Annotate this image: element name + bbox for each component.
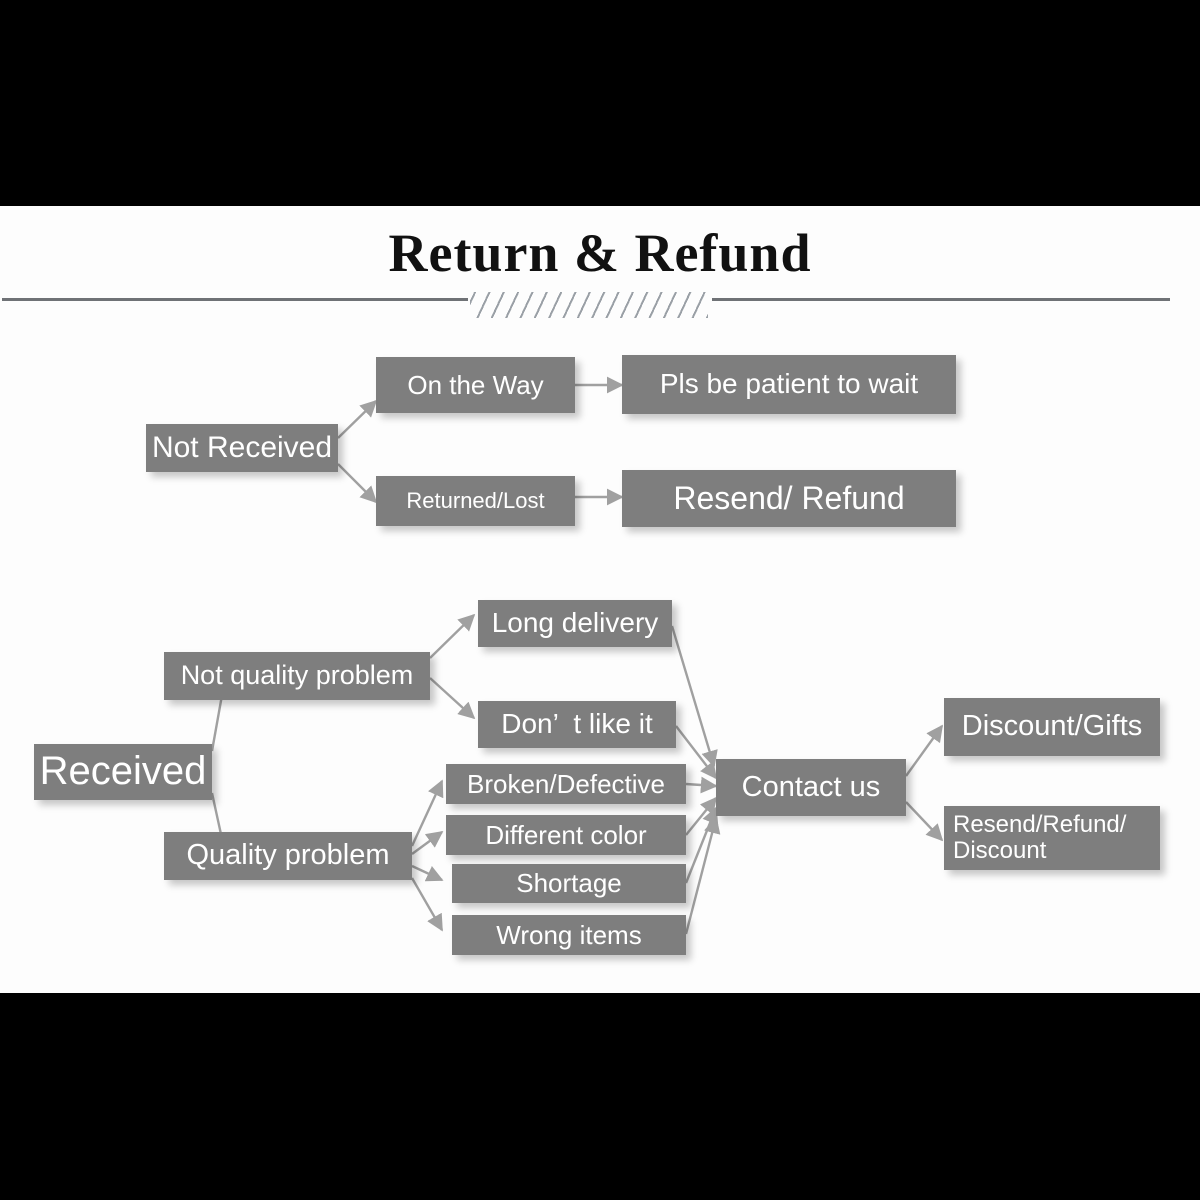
connector-quality-wrongitems — [410, 877, 444, 932]
connector-notreceived-ontheway — [337, 399, 378, 439]
letterbox-bar-bottom — [0, 993, 1200, 1200]
node-wrong-items[interactable]: Wrong items — [452, 915, 686, 955]
connector-contact-resendrefund — [905, 801, 944, 842]
connector-shortage-contact — [684, 806, 719, 884]
connector-wrongitems-contact — [684, 816, 721, 935]
node-not-received[interactable]: Not Received — [146, 424, 338, 472]
node-on-the-way[interactable]: On the Way — [376, 357, 575, 413]
node-received[interactable]: Received — [34, 744, 212, 800]
node-resend-refund-discount[interactable]: Resend/Refund/ Discount — [944, 806, 1160, 870]
connector-broken-contact — [685, 776, 718, 794]
node-dont-like-it[interactable]: Don’ t like it — [478, 701, 676, 748]
node-quality-problem[interactable]: Quality problem — [164, 832, 412, 880]
connector-quality-differentcolor — [411, 831, 444, 855]
node-resend-refund[interactable]: Resend/ Refund — [622, 470, 956, 527]
node-pls-be-patient[interactable]: Pls be patient to wait — [622, 355, 956, 414]
letterbox-bar-top — [0, 0, 1200, 206]
node-broken-defective[interactable]: Broken/Defective — [446, 764, 686, 804]
connector-longdelivery-contact — [670, 625, 718, 768]
connector-notquality-dontlike — [429, 677, 476, 720]
node-discount-gifts[interactable]: Discount/Gifts — [944, 698, 1160, 756]
connector-contact-discountgifts — [905, 724, 943, 777]
node-long-delivery[interactable]: Long delivery — [478, 600, 672, 647]
node-shortage[interactable]: Shortage — [452, 864, 686, 903]
connector-notreceived-returnedlost — [337, 463, 378, 504]
connector-quality-shortage — [411, 864, 444, 882]
page-title: Return & Refund — [388, 223, 812, 283]
connector-notquality-longdelivery — [429, 613, 476, 659]
title-rule-right — [712, 298, 1170, 301]
node-contact-us[interactable]: Contact us — [716, 759, 906, 816]
node-different-color[interactable]: Different color — [446, 815, 686, 855]
connector-quality-broken — [410, 779, 444, 847]
connector-differentcolor-contact — [685, 796, 718, 836]
node-not-quality-problem[interactable]: Not quality problem — [164, 652, 430, 700]
title-hatch-ornament — [470, 292, 708, 318]
node-returned-lost[interactable]: Returned/Lost — [376, 476, 575, 526]
slide-content: Return & Refund — [0, 206, 1200, 993]
title-rule-left — [2, 298, 468, 301]
